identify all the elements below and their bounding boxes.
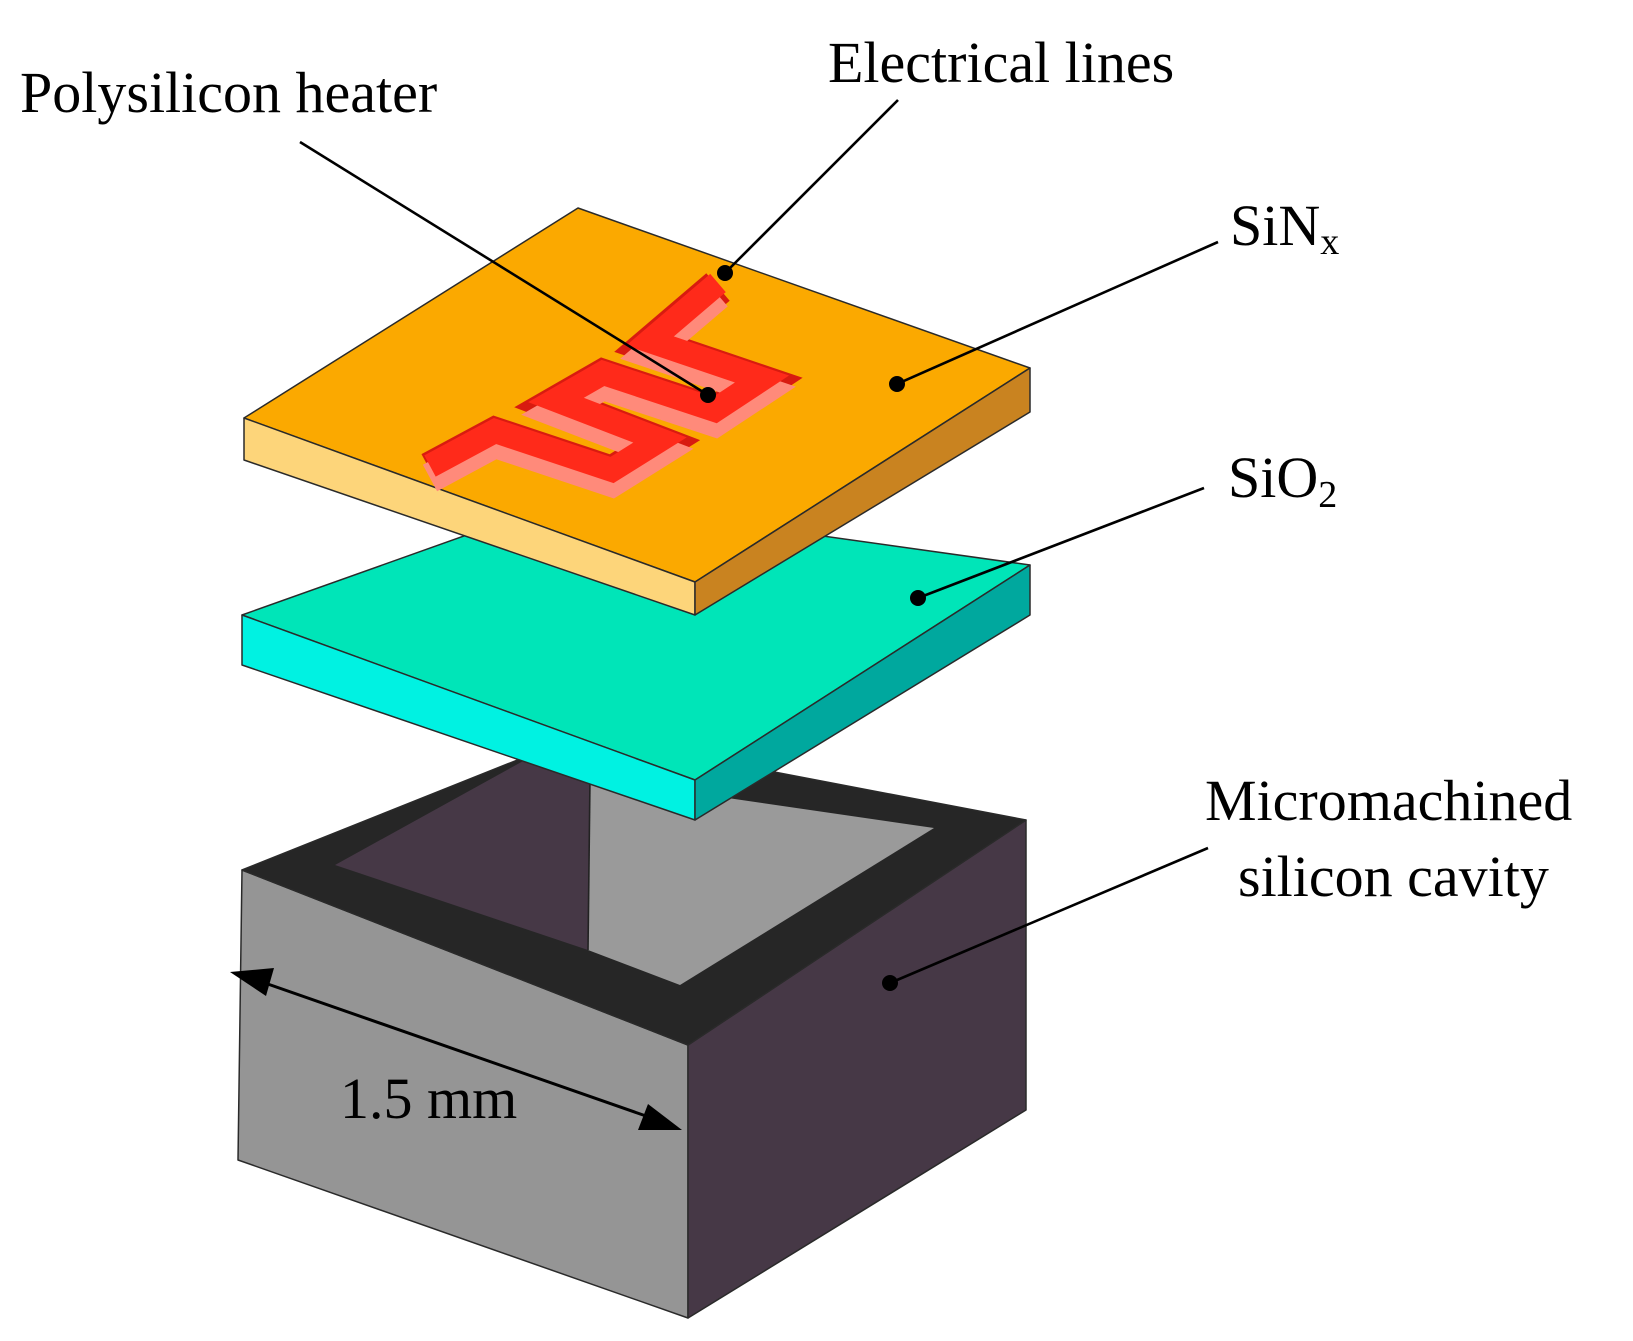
cavity-inner-back-left <box>335 760 590 950</box>
label-cavity-line1: Micromachined <box>1205 768 1572 833</box>
dot-sio2 <box>910 590 926 606</box>
label-cavity-line2: silicon cavity <box>1238 844 1549 909</box>
dimension-arrow <box>230 968 682 1130</box>
label-sinx-sub: x <box>1320 221 1339 263</box>
label-sinx: SiNx <box>1230 193 1339 263</box>
label-sio2: SiO2 <box>1228 445 1337 516</box>
label-electrical-lines: Electrical lines <box>828 30 1174 95</box>
label-dimension: 1.5 mm <box>340 1066 517 1131</box>
label-sinx-base: SiN <box>1230 193 1320 258</box>
label-sio2-sub: 2 <box>1318 474 1337 516</box>
arrowhead-right <box>638 1104 682 1130</box>
leader-lines <box>299 99 1219 991</box>
label-polysilicon-heater: Polysilicon heater <box>20 60 437 125</box>
sinx-right-face <box>694 367 1031 616</box>
dot-electrical-lines <box>717 265 733 281</box>
leader-polysilicon-heater <box>299 140 709 397</box>
silicon-cavity-block <box>237 734 1027 1319</box>
label-sio2-base: SiO <box>1228 445 1318 510</box>
cavity-inner-back-right <box>588 778 934 985</box>
sio2-right-face <box>694 564 1031 821</box>
cavity-inner-corner-edge <box>587 777 591 951</box>
leader-sinx <box>896 240 1219 386</box>
leader-sio2 <box>917 486 1205 600</box>
leader-electrical-lines <box>724 99 899 274</box>
heater-trace-top <box>424 273 790 484</box>
dot-sinx <box>889 376 905 392</box>
arrowhead-left <box>230 968 274 996</box>
leader-silicon-cavity <box>889 846 1209 985</box>
sio2-layer <box>241 499 1031 821</box>
polysilicon-heater <box>421 273 803 499</box>
dimension-line <box>261 980 647 1118</box>
dot-polysilicon-heater <box>700 387 716 403</box>
dot-silicon-cavity <box>882 975 898 991</box>
